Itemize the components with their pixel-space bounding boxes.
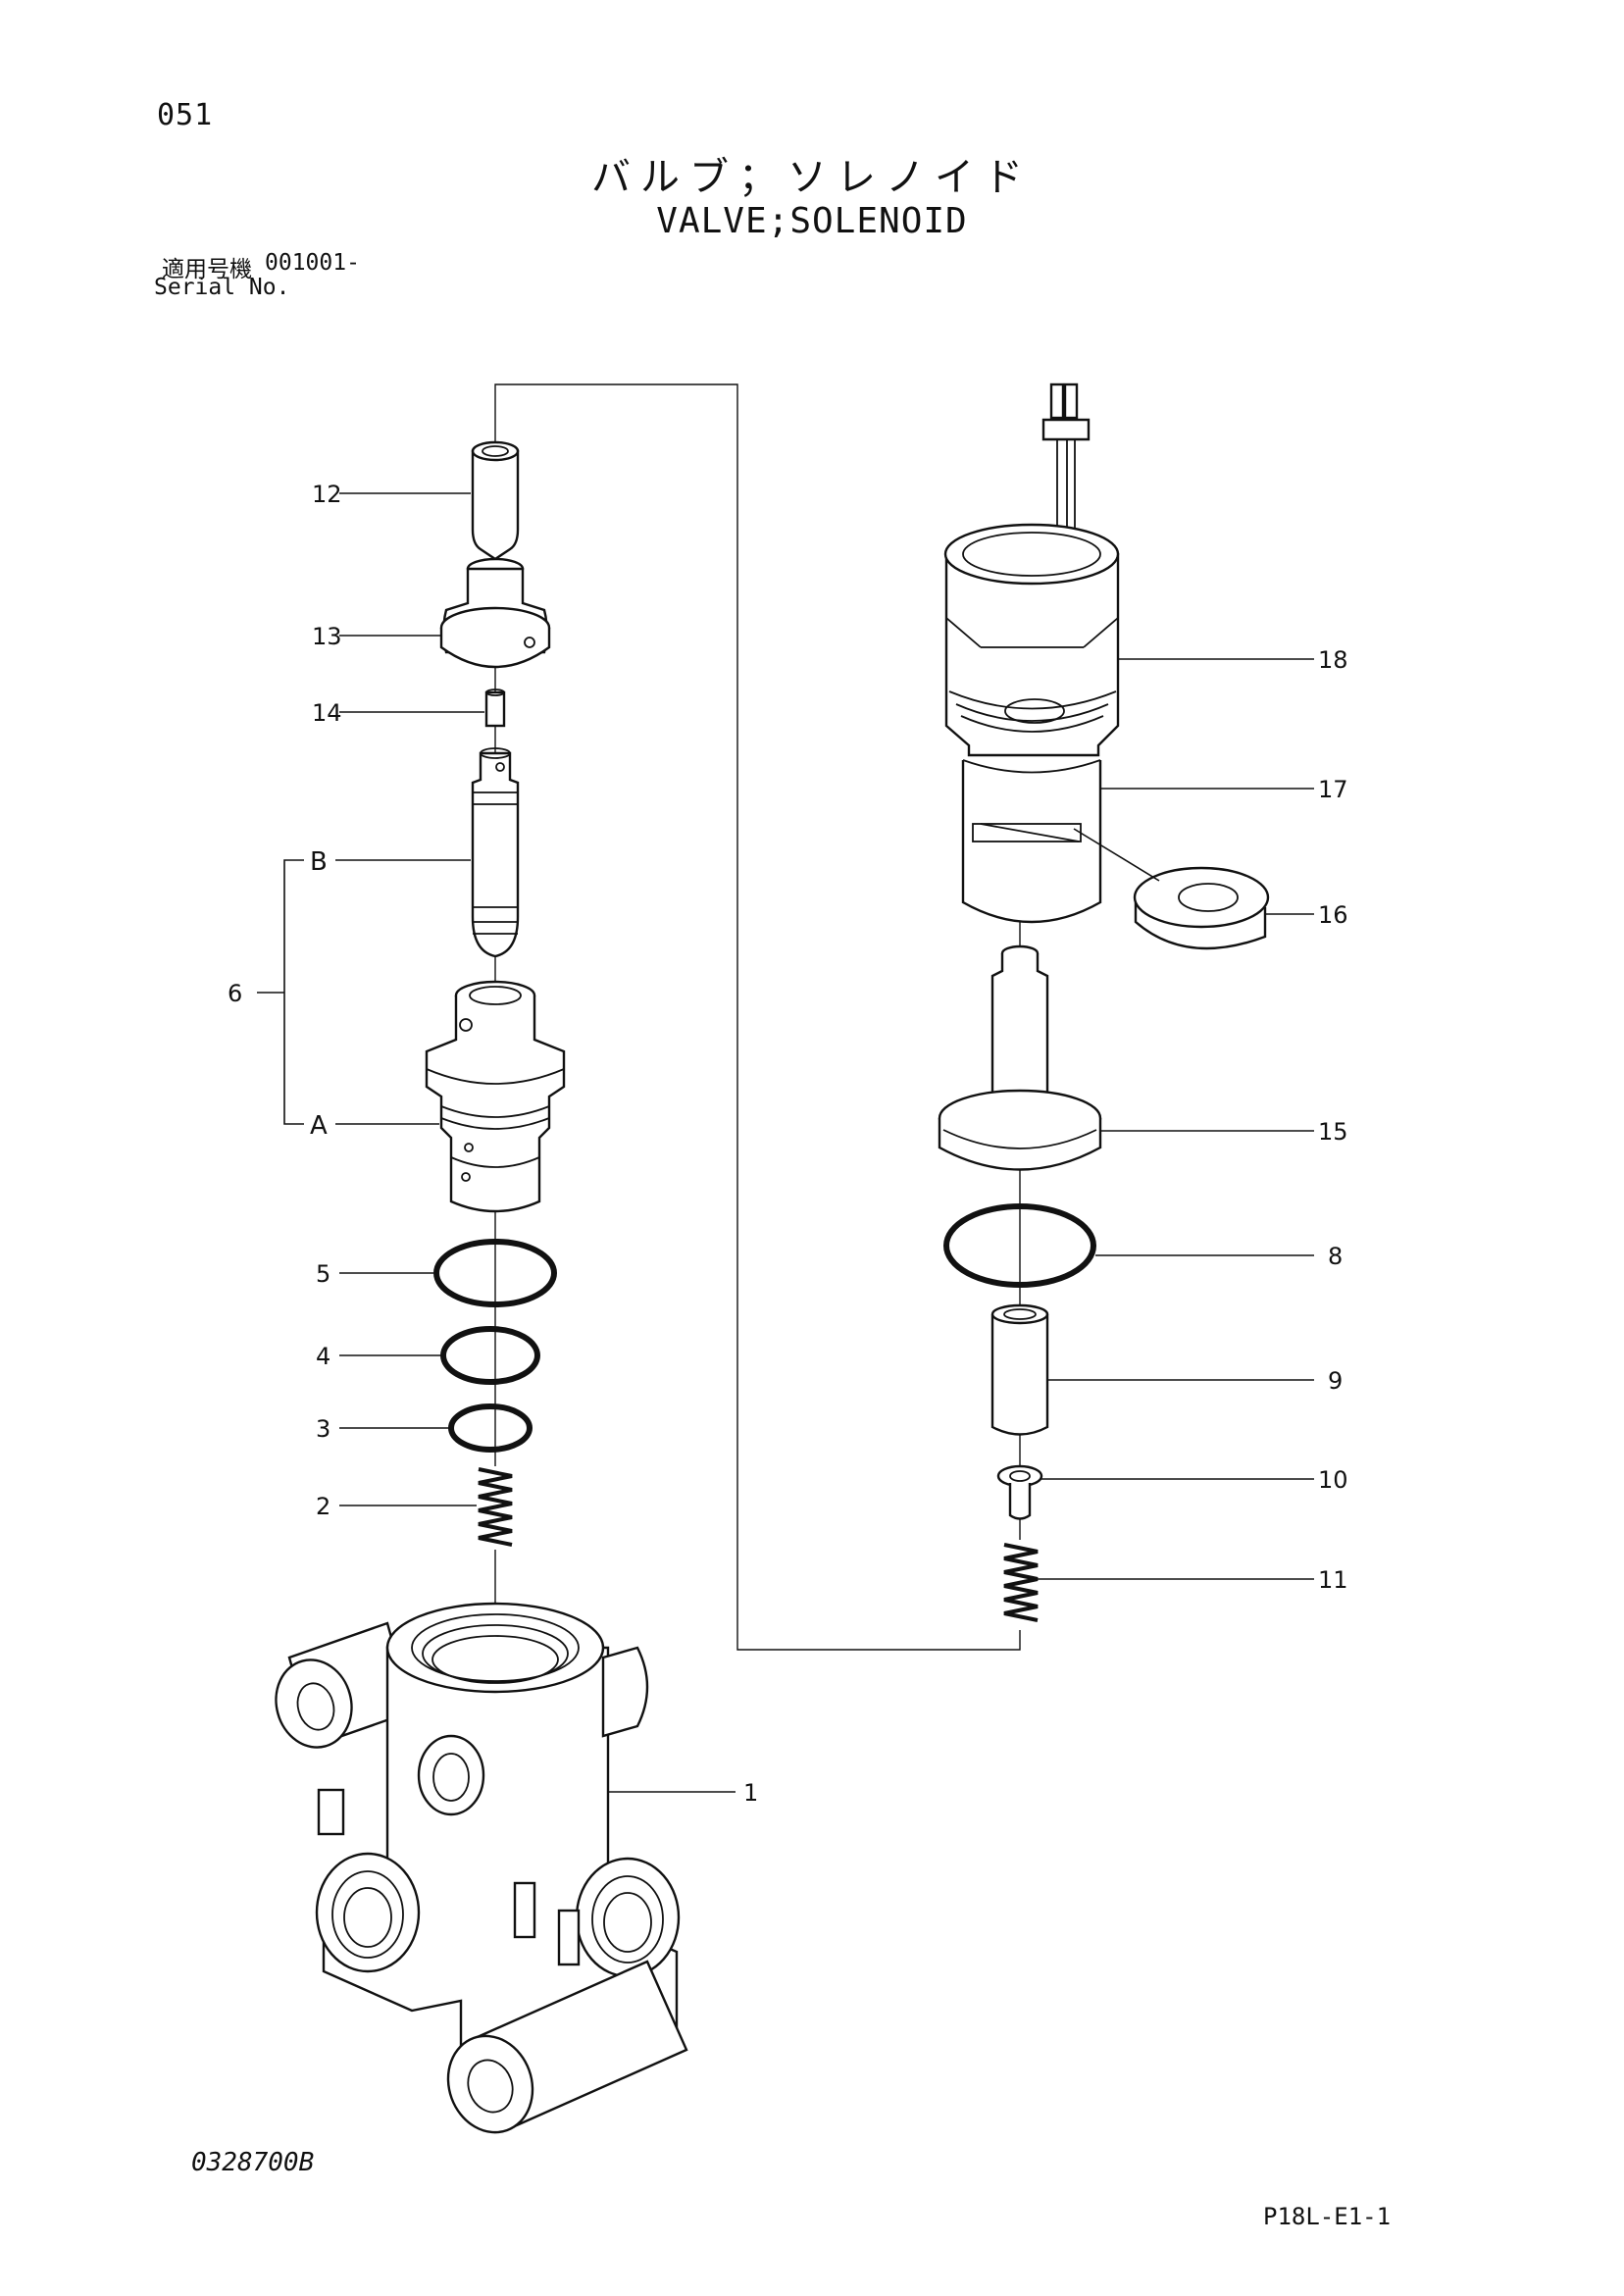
- part-10-retainer: [996, 1464, 1043, 1520]
- callout-16: 16: [1318, 901, 1348, 929]
- leader-16-pointer: [1073, 828, 1160, 882]
- callout-3: 3: [316, 1415, 330, 1443]
- page-number: 051: [157, 98, 214, 132]
- callout-18: 18: [1318, 646, 1348, 674]
- callout-1: 1: [743, 1779, 758, 1807]
- callout-11: 11: [1318, 1566, 1348, 1594]
- callout-12: 12: [312, 481, 342, 508]
- part-1-valve-body: [275, 1602, 688, 2134]
- callout-14: 14: [312, 699, 342, 727]
- callout-6: 6: [228, 980, 242, 1007]
- drawing-code: 0328700B: [191, 2148, 315, 2177]
- part-a-sleeve: [425, 980, 566, 1213]
- callout-10: 10: [1318, 1466, 1348, 1494]
- callout-8: 8: [1328, 1243, 1343, 1270]
- part-15-core: [938, 944, 1102, 1171]
- part-5-o-ring: [433, 1239, 557, 1307]
- part-11-spring: [1003, 1540, 1039, 1630]
- serial-number-range: 001001-: [265, 250, 360, 276]
- callout-13: 13: [312, 623, 342, 650]
- callout-2: 2: [316, 1493, 330, 1520]
- part-17-coil: [961, 759, 1102, 924]
- part-9-tube: [990, 1303, 1049, 1436]
- page-code: P18L-E1-1: [1263, 2203, 1392, 2230]
- serial-label-japanese: 適用号機: [162, 257, 252, 282]
- serial-label-english: Serial No.: [154, 275, 290, 300]
- callout-b: B: [310, 847, 328, 877]
- bracket-6: [283, 859, 304, 1125]
- part-b-spool: [471, 747, 520, 958]
- callout-15: 15: [1318, 1118, 1348, 1146]
- callout-9: 9: [1328, 1367, 1343, 1395]
- callout-4: 4: [316, 1343, 330, 1370]
- title-english: VALVE;SOLENOID: [656, 201, 968, 241]
- part-3-o-ring: [448, 1403, 533, 1453]
- part-4-o-ring: [440, 1326, 540, 1385]
- callout-5: 5: [316, 1260, 330, 1288]
- part-13-flange-seat: [439, 557, 551, 669]
- part-2-spring: [478, 1466, 513, 1550]
- part-18-solenoid-housing: [943, 383, 1120, 757]
- connection-bracket: [494, 383, 1021, 1651]
- callout-a: A: [310, 1111, 328, 1141]
- part-8-o-ring: [943, 1203, 1096, 1288]
- title-japanese: バルブ；ソレノイド: [591, 155, 1033, 200]
- part-14-pin: [484, 689, 506, 728]
- part-16-washer: [1133, 866, 1270, 950]
- callout-17: 17: [1318, 776, 1348, 803]
- part-12-plunger: [471, 440, 520, 561]
